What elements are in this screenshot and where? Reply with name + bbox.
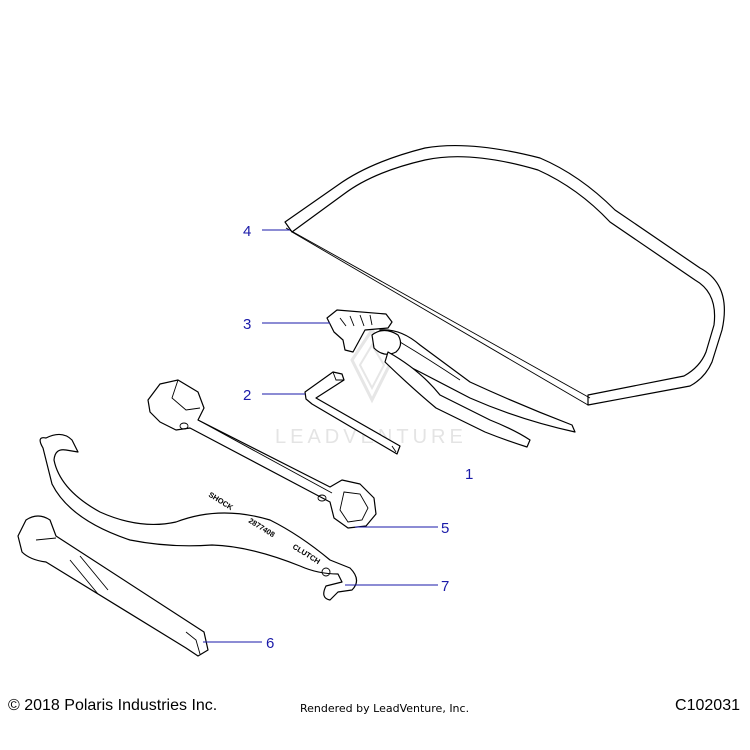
diagram-code: C102031: [675, 697, 740, 714]
socket-wrench-part: [147, 379, 377, 529]
callout-5: 5: [441, 520, 449, 537]
callout-7: 7: [441, 578, 449, 595]
copyright-text: © 2018 Polaris Industries Inc.: [8, 697, 218, 714]
callout-6: 6: [266, 635, 274, 652]
hex-key-part: [304, 371, 401, 455]
callout-4: 4: [243, 223, 251, 240]
tool-bar-part: [17, 515, 209, 657]
callout-3: 3: [243, 316, 251, 333]
callout-leaders: [203, 229, 438, 643]
pliers-part: [326, 309, 576, 448]
etch-shock: SHOCK: [207, 490, 235, 512]
rendered-by-text: Rendered by LeadVenture, Inc.: [300, 702, 470, 715]
tool-pouch-part: [284, 144, 725, 406]
callout-1: 1: [465, 466, 473, 483]
callout-2: 2: [243, 387, 251, 404]
spanner-wrench-part: SHOCK 2877408 CLUTCH: [39, 433, 358, 601]
